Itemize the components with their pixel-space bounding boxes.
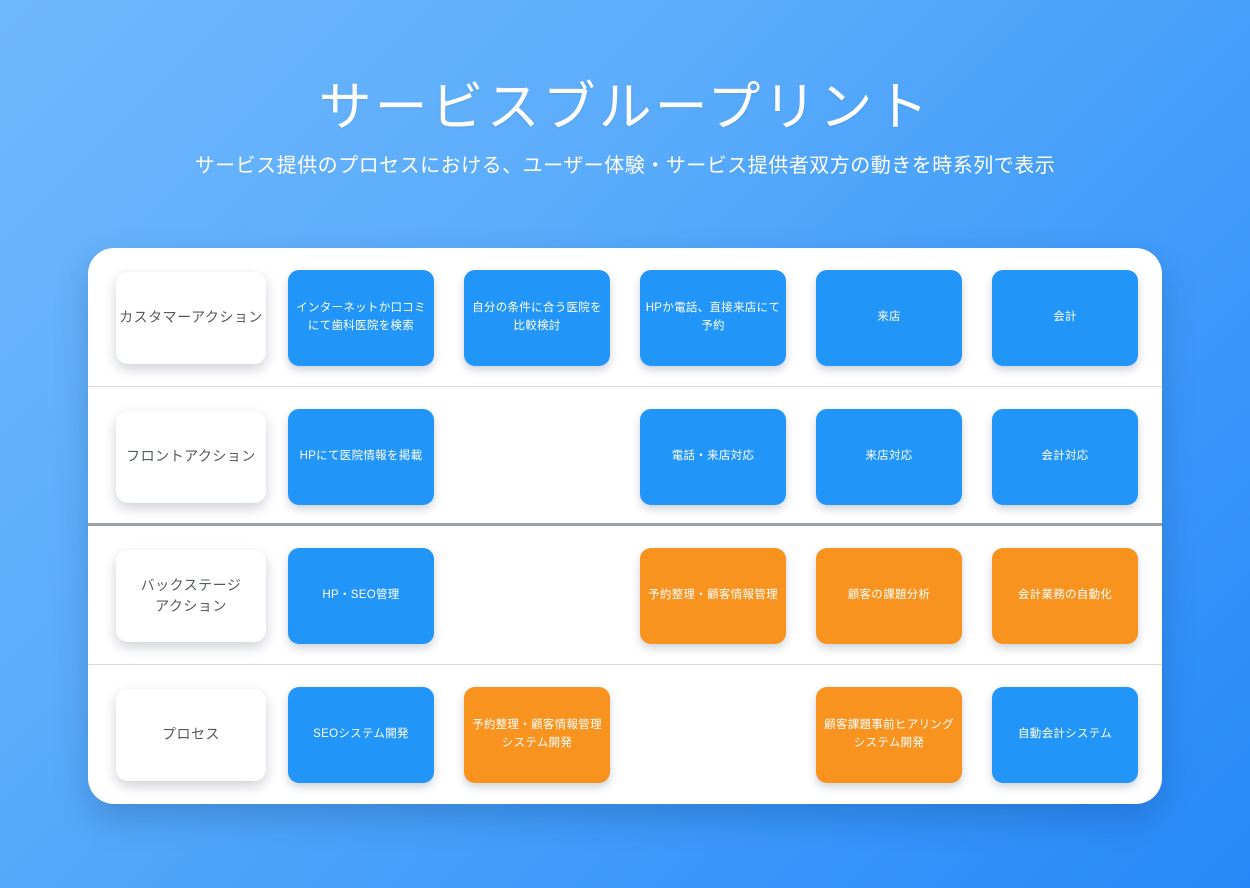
blueprint-cell-r2c3: 電話・来店対応 xyxy=(640,408,786,505)
blueprint-card-r2c5[interactable]: 会計対応 xyxy=(992,408,1138,505)
page-subtitle: サービス提供のプロセスにおける、ユーザー体験・サービス提供者双方の動きを時系列で… xyxy=(194,154,1056,177)
blueprint-card-r4c1[interactable]: SEOシステム開発 xyxy=(288,686,434,783)
blueprint-cell-empty-r2c2 xyxy=(464,409,610,505)
blueprint-cell-r1c3: HPか電話、直接来店にて 予約 xyxy=(640,269,786,366)
blueprint-cell-r2c4: 来店対応 xyxy=(816,408,962,505)
blueprint-cell-r3c3: 予約整理・顧客情報管理 xyxy=(640,547,786,644)
blueprint-cell-empty-r4c3 xyxy=(640,687,786,783)
swimlane-row-1: カスタマーアクションインターネットか口コミ にて歯科医院を検索自分の条件に合う医… xyxy=(88,248,1162,387)
blueprint-card-r2c1[interactable]: HPにて医院情報を掲載 xyxy=(288,408,434,505)
blueprint-card-r4c2[interactable]: 予約整理・顧客情報管理 システム開発 xyxy=(464,686,610,783)
lane-label-1: カスタマーアクション xyxy=(116,271,266,364)
lane-cards-4: SEOシステム開発予約整理・顧客情報管理 システム開発 顧客課題事前ヒアリング シ… xyxy=(288,686,1148,783)
blueprint-card-r1c1[interactable]: インターネットか口コミ にて歯科医院を検索 xyxy=(288,269,434,366)
blueprint-cell-r1c5: 会計 xyxy=(992,269,1138,366)
blueprint-card-r3c4[interactable]: 顧客の課題分析 xyxy=(816,547,962,644)
blueprint-card-r1c4[interactable]: 来店 xyxy=(816,269,962,366)
blueprint-card-r4c5[interactable]: 自動会計システム xyxy=(992,686,1138,783)
lane-cards-1: インターネットか口コミ にて歯科医院を検索自分の条件に合う医院を 比較検討 HPか… xyxy=(288,269,1148,366)
blueprint-cell-r4c4: 顧客課題事前ヒアリング システム開発 xyxy=(816,686,962,783)
blueprint-cell-r2c5: 会計対応 xyxy=(992,408,1138,505)
blueprint-card-r1c3[interactable]: HPか電話、直接来店にて 予約 xyxy=(640,269,786,366)
blueprint-cell-r4c2: 予約整理・顧客情報管理 システム開発 xyxy=(464,686,610,783)
blueprint-cell-r3c1: HP・SEO管理 xyxy=(288,547,434,644)
page-header: サービスブループリント サービス提供のプロセスにおける、ユーザー体験・サービス提… xyxy=(0,0,1250,178)
blueprint-cell-r1c4: 来店 xyxy=(816,269,962,366)
blueprint-cell-r3c4: 顧客の課題分析 xyxy=(816,547,962,644)
blueprint-cell-r1c2: 自分の条件に合う医院を 比較検討 xyxy=(464,269,610,366)
blueprint-cell-r2c1: HPにて医院情報を掲載 xyxy=(288,408,434,505)
blueprint-cell-r4c5: 自動会計システム xyxy=(992,686,1138,783)
service-blueprint-panel: カスタマーアクションインターネットか口コミ にて歯科医院を検索自分の条件に合う医… xyxy=(88,248,1162,804)
blueprint-card-r3c5[interactable]: 会計業務の自動化 xyxy=(992,547,1138,644)
blueprint-card-r1c5[interactable]: 会計 xyxy=(992,269,1138,366)
lane-label-4: プロセス xyxy=(116,688,266,781)
blueprint-card-r3c1[interactable]: HP・SEO管理 xyxy=(288,547,434,644)
blueprint-cell-r3c5: 会計業務の自動化 xyxy=(992,547,1138,644)
blueprint-cell-empty-r3c2 xyxy=(464,548,610,644)
blueprint-cell-r4c1: SEOシステム開発 xyxy=(288,686,434,783)
lane-label-2: フロントアクション xyxy=(116,410,266,503)
blueprint-card-r3c3[interactable]: 予約整理・顧客情報管理 xyxy=(640,547,786,644)
blueprint-card-r2c4[interactable]: 来店対応 xyxy=(816,408,962,505)
lane-cards-3: HP・SEO管理 予約整理・顧客情報管理顧客の課題分析会計業務の自動化 xyxy=(288,547,1148,644)
blueprint-card-r4c4[interactable]: 顧客課題事前ヒアリング システム開発 xyxy=(816,686,962,783)
blueprint-cell-r1c1: インターネットか口コミ にて歯科医院を検索 xyxy=(288,269,434,366)
page-title: サービスブループリント xyxy=(318,78,932,137)
lane-label-3: バックステージ アクション xyxy=(116,549,266,642)
blueprint-card-r1c2[interactable]: 自分の条件に合う医院を 比較検討 xyxy=(464,269,610,366)
blueprint-card-r2c3[interactable]: 電話・来店対応 xyxy=(640,408,786,505)
lane-cards-2: HPにて医院情報を掲載 電話・来店対応来店対応会計対応 xyxy=(288,408,1148,505)
